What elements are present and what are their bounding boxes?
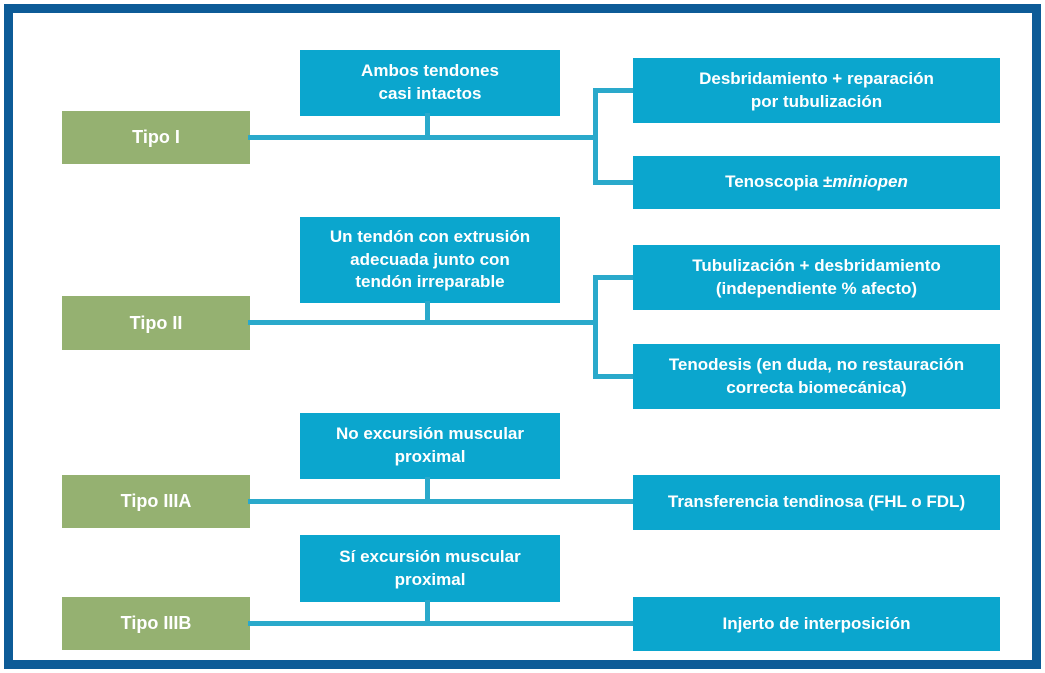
type-box-tipo-i: Tipo I <box>62 111 250 164</box>
result-box-tipo-ii-2: Tenodesis (en duda, no restauración corr… <box>633 344 1000 409</box>
connector-branch-top-arm-row1 <box>593 88 633 93</box>
connector-branch-top-arm-row2 <box>593 275 633 280</box>
connector-main-row3 <box>248 499 633 504</box>
result-box-tipo-i-2: Tenoscopia ± miniopen <box>633 156 1000 209</box>
condition-box-tipo-iiia: No excursión muscular proximal <box>300 413 560 479</box>
connector-branch-bottom-arm-row2 <box>593 374 633 379</box>
type-box-tipo-iiib: Tipo IIIB <box>62 597 250 650</box>
connector-branch-vertical-row2 <box>593 275 598 379</box>
result-box-tipo-iiib-1: Injerto de interposición <box>633 597 1000 651</box>
connector-condition-stub-row1 <box>425 113 430 140</box>
connector-main-row1 <box>248 135 598 140</box>
connector-branch-vertical-row1 <box>593 88 598 185</box>
condition-box-tipo-ii: Un tendón con extrusión adecuada junto c… <box>300 217 560 303</box>
result-text-italic: miniopen <box>832 172 908 192</box>
connector-condition-stub-row4 <box>425 600 430 626</box>
condition-box-tipo-iiib: Sí excursión muscular proximal <box>300 535 560 602</box>
connector-condition-stub-row3 <box>425 477 430 504</box>
connector-main-row4 <box>248 621 633 626</box>
condition-box-tipo-i: Ambos tendones casi intactos <box>300 50 560 116</box>
connector-branch-bottom-arm-row1 <box>593 180 633 185</box>
connector-condition-stub-row2 <box>425 301 430 325</box>
type-box-tipo-iiia: Tipo IIIA <box>62 475 250 528</box>
result-text: Tenoscopia ± <box>725 172 833 192</box>
result-box-tipo-iiia-1: Transferencia tendinosa (FHL o FDL) <box>633 475 1000 530</box>
result-box-tipo-ii-1: Tubulización + desbridamiento (independi… <box>633 245 1000 310</box>
diagram-frame: Tipo I Ambos tendones casi intactos Desb… <box>4 4 1041 669</box>
result-box-tipo-i-1: Desbridamiento + reparación por tubuliza… <box>633 58 1000 123</box>
connector-main-row2 <box>248 320 598 325</box>
type-box-tipo-ii: Tipo II <box>62 296 250 350</box>
